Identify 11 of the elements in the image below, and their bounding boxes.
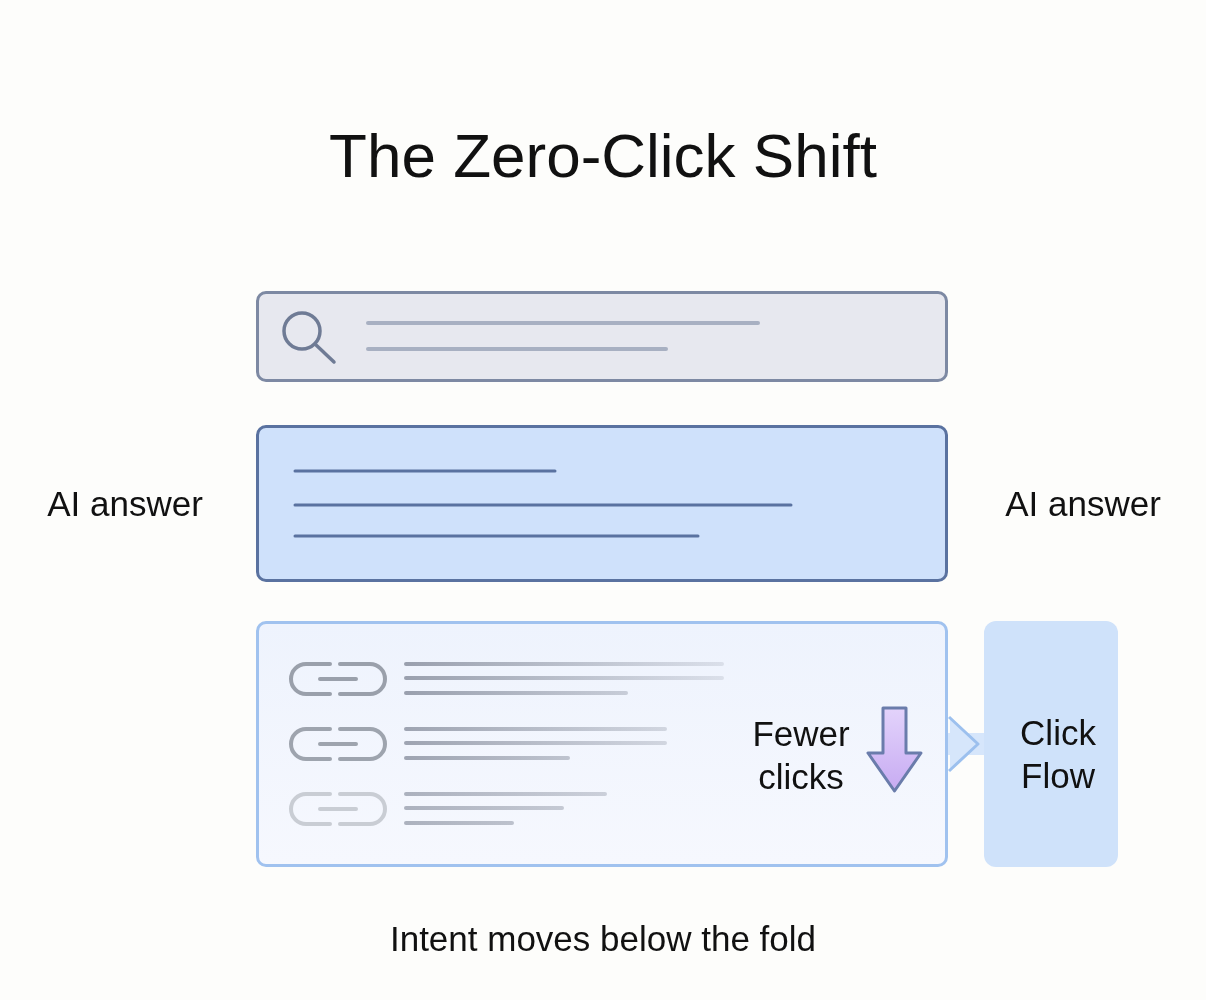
side-label: AI answer	[46, 483, 204, 525]
answer-panel	[256, 425, 948, 582]
title: The Zero-Click Shift	[328, 120, 878, 192]
panel-label: Fewer clicks	[751, 713, 851, 798]
side-label: AI answer	[1004, 483, 1162, 525]
results-panel	[256, 621, 948, 867]
side-panel	[984, 621, 1118, 867]
caption: Intent moves below the fold	[388, 918, 818, 960]
panel-label: Click Flow	[1019, 712, 1097, 797]
connector-arrow	[947, 715, 984, 773]
search-bar	[256, 291, 948, 382]
